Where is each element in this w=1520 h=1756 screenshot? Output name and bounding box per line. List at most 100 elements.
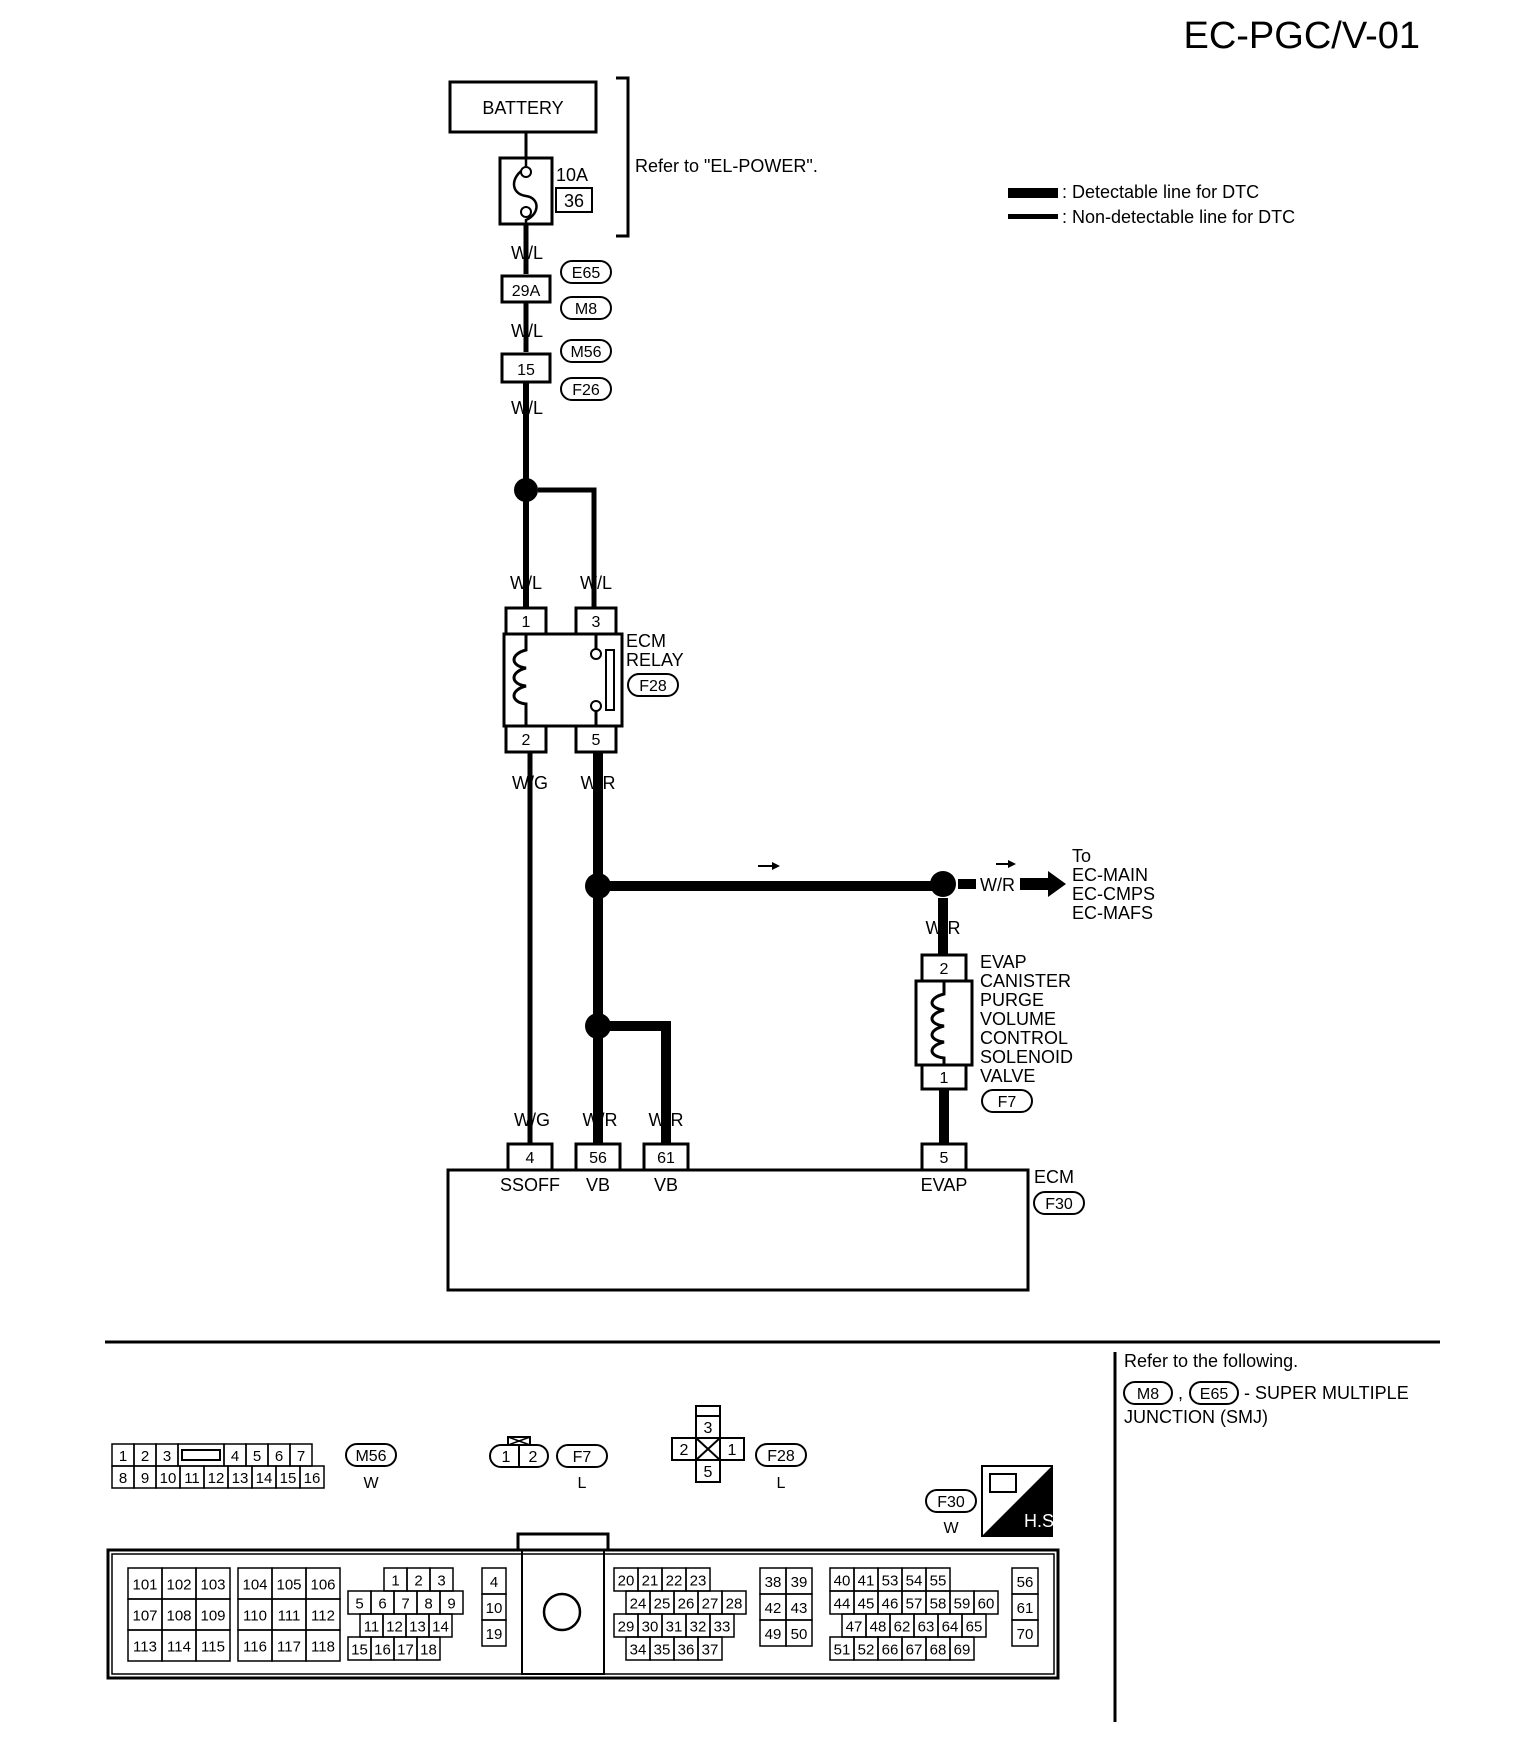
f30-lock [542, 1592, 582, 1632]
ecm-label: ECM [1034, 1167, 1074, 1187]
f30-pin-label: 24 [630, 1596, 647, 1613]
f30-pin-label: 26 [678, 1596, 695, 1613]
svg-text:61: 61 [657, 1150, 675, 1167]
f30-pin-cell [195, 1629, 231, 1662]
connector-f28: 3 2 1 5 F28 L [671, 1405, 807, 1492]
svg-text:2: 2 [529, 1449, 538, 1466]
f30-pin-label: 31 [666, 1619, 683, 1636]
svg-text:5: 5 [704, 1464, 713, 1481]
m56-pin-label: 2 [141, 1448, 149, 1465]
svg-text:VALVE: VALVE [980, 1066, 1035, 1086]
f30-pin-label: 53 [882, 1573, 899, 1590]
connector-f30-id: F30 [937, 1494, 965, 1511]
f30-pin-label: 105 [276, 1577, 301, 1594]
f30-pin-label: 13 [409, 1619, 426, 1636]
f30-pin-label: 39 [791, 1574, 808, 1591]
f30-pin-label: 45 [858, 1596, 875, 1613]
connector-f30-color: W [943, 1520, 959, 1537]
f30-pin-label: 110 [243, 1608, 267, 1625]
f30-pin-label: 28 [726, 1596, 743, 1613]
m56-pin-label: 13 [232, 1470, 249, 1487]
to-label: To [1072, 846, 1091, 866]
f30-pin-label: 5 [355, 1596, 363, 1613]
f30-pin-label: 62 [894, 1619, 911, 1636]
f30-pin-cell [416, 1636, 441, 1661]
f30-pin-label: 48 [870, 1619, 887, 1636]
f30-pin-label: 1 [391, 1573, 399, 1590]
f30-pin-label: 113 [133, 1639, 157, 1656]
svg-text:W/R: W/R [980, 875, 1015, 895]
f30-pin-label: 47 [846, 1619, 863, 1636]
svg-text:56: 56 [589, 1150, 607, 1167]
evap-valve: W/R 2 1 L EVAP CANISTER PURGE VOLUME CON… [914, 898, 1073, 1144]
ecm-relay: 1 3 2 5 ECM RELAY F28 [502, 606, 684, 754]
connector-f7-id: F7 [573, 1449, 592, 1466]
f30-pin-label: 68 [930, 1642, 947, 1659]
junction-m56: M56 [570, 344, 601, 361]
f30-pin-cell [481, 1619, 507, 1647]
f30-pin-label: 18 [420, 1642, 437, 1659]
m56-pin-label: 12 [208, 1470, 225, 1487]
svg-text:W/G: W/G [514, 1110, 550, 1130]
m56-pin-label: 4 [231, 1448, 239, 1465]
f30-pin-label: 69 [954, 1642, 971, 1659]
battery: BATTERY 10A 36 Refer to "EL-POWER". [448, 76, 818, 238]
relay-feed: W/L W/L [510, 478, 612, 608]
svg-text:VB: VB [654, 1175, 678, 1195]
svg-text:,: , [1178, 1383, 1183, 1403]
f30-pin-label: 116 [243, 1639, 267, 1656]
svg-text:JUNCTION (SMJ): JUNCTION (SMJ) [1124, 1407, 1268, 1427]
svg-text:EVAP: EVAP [980, 952, 1027, 972]
svg-text:W/R: W/R [581, 773, 616, 793]
connector-m56-color: W [363, 1475, 379, 1492]
to-ec-cmps: EC-CMPS [1072, 884, 1155, 904]
m56-pin-label: 8 [119, 1470, 127, 1487]
f30-pin-label: 35 [654, 1642, 671, 1659]
f30-pin-label: 22 [666, 1573, 683, 1590]
svg-text:2: 2 [940, 961, 949, 978]
f30-pin-label: 52 [858, 1642, 875, 1659]
junction-f26: F26 [572, 382, 600, 399]
f30-pin-label: 7 [401, 1596, 409, 1613]
connector-f7: 1 2 F7 L [489, 1436, 608, 1492]
evap-valve-connector: F7 [998, 1094, 1017, 1111]
svg-text:CANISTER: CANISTER [980, 971, 1071, 991]
f30-pin-label: 42 [765, 1600, 782, 1617]
svg-text:W/L: W/L [510, 573, 542, 593]
m56-pin-label: 10 [160, 1470, 177, 1487]
f30-pin-label: 19 [486, 1626, 503, 1643]
m56-pin-label: 3 [163, 1448, 171, 1465]
svg-text:1: 1 [522, 614, 531, 631]
svg-text:W/G: W/G [512, 773, 548, 793]
svg-text:PURGE: PURGE [980, 990, 1044, 1010]
f30-pin-cell [305, 1629, 341, 1662]
svg-text:1: 1 [728, 1442, 737, 1459]
ecm-relay-connector: F28 [639, 678, 667, 695]
svg-text:W/R: W/R [926, 918, 961, 938]
svg-text:L: L [939, 1110, 949, 1130]
f30-pin-label: 50 [791, 1626, 808, 1643]
f30-pin-label: 60 [978, 1596, 995, 1613]
connector-f7-color: L [578, 1475, 587, 1492]
junction-m8: M8 [575, 301, 597, 318]
m56-pin-label: 1 [119, 1448, 127, 1465]
svg-text:5: 5 [592, 732, 601, 749]
f30-pin-label: 117 [277, 1639, 301, 1656]
f30-pin-label: 103 [200, 1577, 225, 1594]
f30-pin-label: 49 [765, 1626, 782, 1643]
f30-pin-label: 10 [486, 1600, 503, 1617]
legend-detectable-text: : Detectable line for DTC [1062, 182, 1259, 202]
m56-pin-label: 14 [256, 1470, 273, 1487]
f30-pin-label: 4 [490, 1574, 498, 1591]
f30-pin-label: 111 [278, 1608, 301, 1625]
f30-pin-label: 70 [1017, 1626, 1034, 1643]
f30-pin-cell [785, 1619, 813, 1647]
f30-pin-label: 37 [702, 1642, 719, 1659]
m56-pin-label: 9 [141, 1470, 149, 1487]
svg-text:W/L: W/L [511, 398, 543, 418]
svg-text:1: 1 [940, 1070, 949, 1087]
f30-pin-label: 3 [437, 1573, 445, 1590]
svg-text:4: 4 [526, 1150, 535, 1167]
to-ec-main: EC-MAIN [1072, 865, 1148, 885]
f30-pin-label: 17 [397, 1642, 414, 1659]
